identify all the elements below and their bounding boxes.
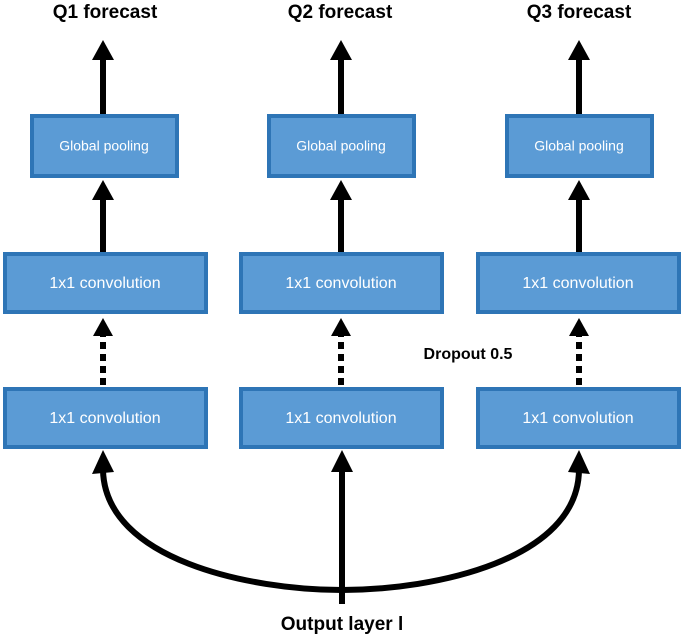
lower-convolution-label: 1x1 convolution: [285, 410, 396, 427]
arrow-head: [568, 40, 590, 60]
lower-convolution-box: [3, 387, 208, 449]
global-pooling-label: Global pooling: [59, 138, 149, 154]
branch-q1: Q1 forecast Global pooling 1x1 convoluti…: [3, 2, 208, 449]
arrow-head: [568, 180, 590, 200]
lower-convolution-box: [476, 387, 681, 449]
left-curve-arrow: [100, 469, 343, 593]
global-pooling-label: Global pooling: [296, 138, 386, 154]
right-arrow-head: [568, 450, 590, 474]
arrow-head: [330, 40, 352, 60]
center-arrow-head: [331, 450, 353, 472]
dropout-label: Dropout 0.5: [424, 346, 513, 363]
upper-convolution-box: [3, 252, 208, 314]
branch-q3: Q3 forecast Global pooling 1x1 convoluti…: [476, 2, 681, 449]
arrow-head: [331, 318, 351, 336]
arrow-head: [92, 40, 114, 60]
q3-forecast-label: Q3 forecast: [527, 2, 632, 23]
upper-convolution-box: [239, 252, 444, 314]
global-pooling-box: [505, 114, 654, 178]
q2-forecast-label: Q2 forecast: [288, 2, 393, 23]
q1-forecast-label: Q1 forecast: [53, 2, 158, 23]
upper-convolution-label: 1x1 convolution: [285, 275, 396, 292]
left-arrow-head: [92, 450, 114, 474]
upper-convolution-label: 1x1 convolution: [522, 275, 633, 292]
arrow-head: [92, 180, 114, 200]
upper-convolution-box: [476, 252, 681, 314]
global-pooling-box: [30, 114, 179, 178]
branch-q2: Q2 forecast Global pooling 1x1 convoluti…: [239, 2, 444, 449]
arrow-head: [569, 318, 589, 336]
arrow-head: [330, 180, 352, 200]
output-layer-label: Output layer l: [281, 614, 403, 635]
lower-convolution-box: [239, 387, 444, 449]
input-fan-out: [92, 450, 590, 604]
global-pooling-label: Global pooling: [534, 138, 624, 154]
upper-convolution-label: 1x1 convolution: [49, 275, 160, 292]
lower-convolution-label: 1x1 convolution: [522, 410, 633, 427]
global-pooling-box: [267, 114, 416, 178]
right-curve-arrow: [341, 469, 582, 593]
lower-convolution-label: 1x1 convolution: [49, 410, 160, 427]
arrow-head: [93, 318, 113, 336]
